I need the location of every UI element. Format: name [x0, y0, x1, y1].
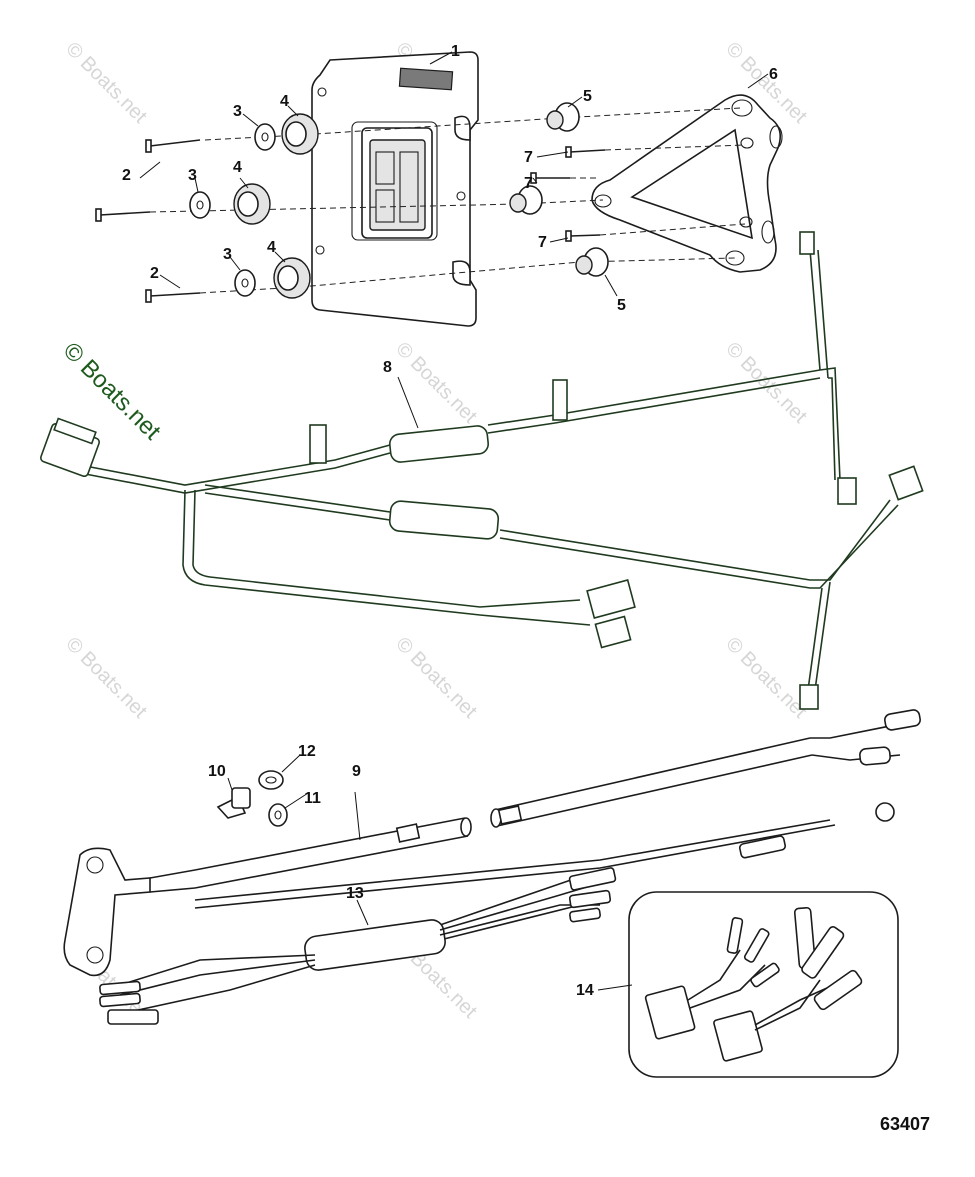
callout-4: 4 — [233, 159, 242, 176]
callout-11: 11 — [304, 790, 321, 807]
callout-9: 9 — [352, 763, 361, 780]
callouts: 1 2 2 3 3 3 4 4 4 5 5 6 7 7 7 8 9 10 11 … — [122, 43, 778, 999]
callout-1: 1 — [451, 43, 460, 60]
callout-7: 7 — [538, 234, 547, 251]
watermark: © Boats.net — [61, 38, 151, 128]
watermark: © Boats.net — [391, 338, 481, 428]
grommets — [233, 113, 319, 299]
triangle-bracket — [591, 94, 783, 273]
leader-lines — [139, 51, 769, 991]
callout-12: 12 — [298, 743, 316, 760]
watermark: © Boats.net — [721, 338, 811, 428]
bushings — [509, 102, 609, 277]
callout-14: 14 — [576, 982, 594, 999]
callout-3: 3 — [223, 246, 232, 263]
callout-3: 3 — [188, 167, 197, 184]
callout-8: 8 — [383, 359, 392, 376]
sub-harness — [99, 867, 617, 1025]
callout-5: 5 — [583, 88, 592, 105]
callout-10: 10 — [208, 763, 226, 780]
figure-number: 63407 — [880, 1114, 930, 1134]
callout-3: 3 — [233, 103, 242, 120]
main-harness — [39, 231, 924, 710]
callout-2: 2 — [150, 265, 159, 282]
mounting-plate — [311, 51, 479, 327]
watermark: © Boats.net — [391, 633, 481, 723]
watermark: © Boats.net — [61, 633, 151, 723]
callout-7: 7 — [524, 175, 533, 192]
ground-harness — [63, 709, 921, 977]
connector-kit — [628, 891, 899, 1078]
washers — [189, 123, 276, 297]
callout-13: 13 — [346, 885, 364, 902]
callout-6: 6 — [769, 66, 778, 83]
callout-5: 5 — [617, 297, 626, 314]
callout-7: 7 — [524, 149, 533, 166]
callout-4: 4 — [267, 239, 276, 256]
bolt-and-washers — [216, 770, 288, 827]
watermark: © Boats.net — [721, 633, 811, 723]
callout-2: 2 — [122, 167, 131, 184]
callout-4: 4 — [280, 93, 289, 110]
